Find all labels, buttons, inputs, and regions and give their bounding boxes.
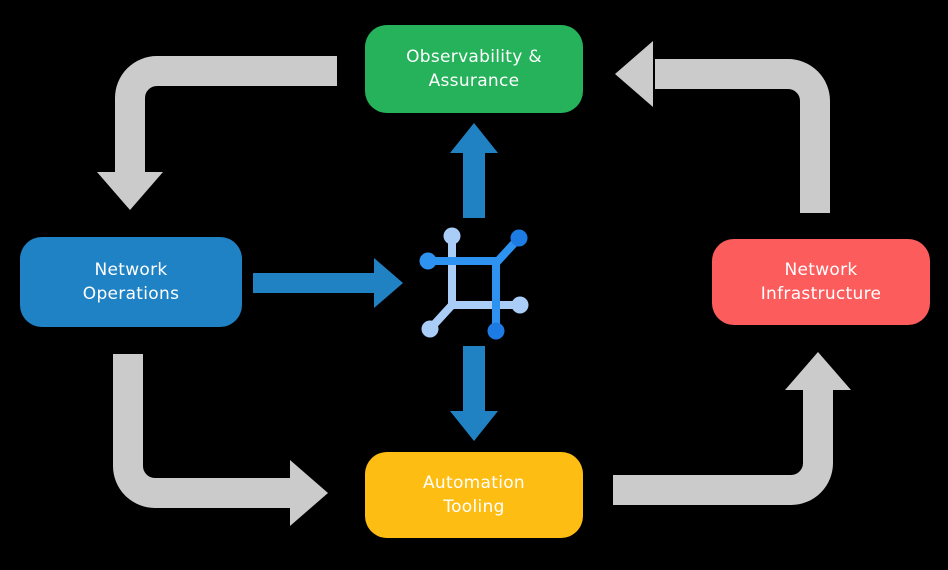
node-network-infrastructure: Network Infrastructure	[712, 239, 930, 325]
flow-arrow-center-to-observability	[450, 123, 498, 218]
arrowhead-right-icon	[290, 460, 328, 526]
arrowhead-right-icon	[374, 258, 403, 308]
node-automation-label-line2: Tooling	[443, 497, 505, 517]
arrowhead-down-icon	[97, 172, 163, 210]
cycle-arrow-observability-to-operations	[97, 56, 337, 210]
network-mesh-icon	[419, 227, 529, 340]
node-operations-label-line2: Operations	[82, 284, 180, 304]
node-infrastructure-label-line1: Network	[784, 260, 858, 280]
node-observability-label-line2: Assurance	[428, 71, 520, 91]
node-operations-label-line1: Network	[94, 260, 168, 280]
cycle-arrow-infrastructure-to-observability	[615, 41, 830, 213]
node-automation-label-line1: Automation	[422, 473, 525, 493]
node-observability-assurance: Observability & Assurance	[365, 25, 583, 113]
flow-arrow-operations-to-center	[253, 258, 403, 308]
node-network-operations: Network Operations	[20, 237, 242, 327]
cycle-arrow-automation-to-infrastructure	[613, 352, 851, 505]
arrowhead-left-icon	[615, 41, 653, 107]
node-infrastructure-label-line2: Infrastructure	[760, 284, 882, 304]
arrowhead-up-icon	[785, 352, 851, 390]
flow-arrow-center-to-automation	[450, 346, 498, 441]
arrowhead-up-icon	[450, 123, 498, 153]
node-automation-tooling: Automation Tooling	[365, 452, 583, 538]
node-observability-label-line1: Observability &	[406, 47, 542, 67]
cycle-arrow-operations-to-automation	[113, 354, 328, 526]
arrowhead-down-icon	[450, 411, 498, 441]
